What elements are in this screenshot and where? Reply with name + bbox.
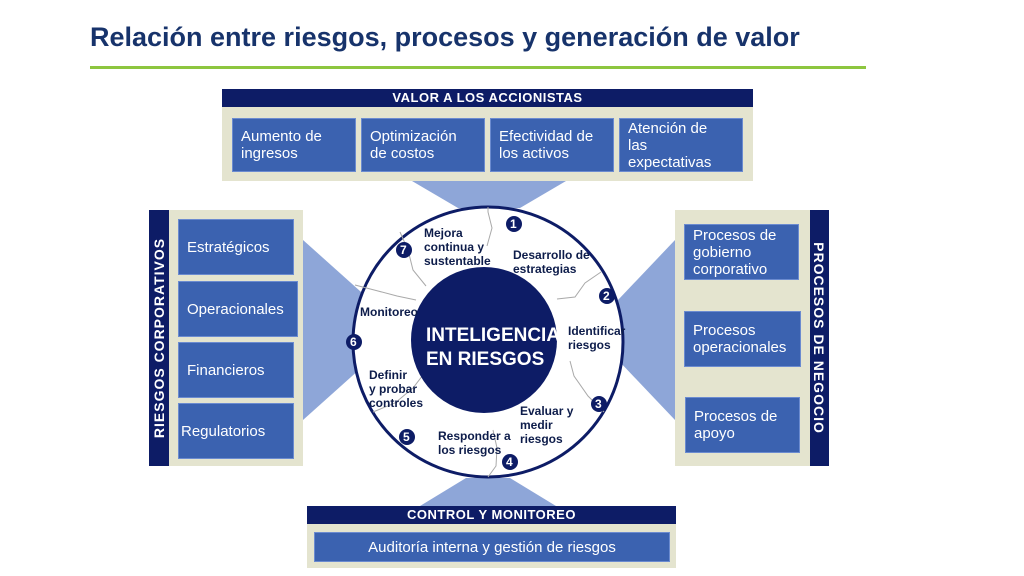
box-atencion-expectativas: Atención de las expectativas (619, 118, 743, 172)
step-1-number: 1 (510, 217, 517, 231)
step-5-number: 5 (403, 430, 410, 444)
box-aumento-ingresos: Aumento de ingresos (232, 118, 356, 172)
box-auditoria: Auditoría interna y gestión de riesgos (314, 532, 670, 562)
box-gobierno-corporativo: Procesos de gobierno corporativo (684, 224, 799, 280)
box-estrategicos: Estratégicos (178, 219, 294, 275)
box-optimizacion-costos: Optimización de costos (361, 118, 485, 172)
box-efectividad-activos: Efectividad de los activos (490, 118, 614, 172)
corporate-risks-header-label: RIESGOS CORPORATIVOS (151, 237, 167, 439)
page-title: Relación entre riesgos, procesos y gener… (90, 22, 800, 52)
step-1-label: Desarrollo de estrategias (513, 248, 590, 276)
left-connector (303, 240, 370, 420)
step-4-number: 4 (506, 455, 513, 469)
step-6-label: Monitoreo (360, 305, 418, 319)
step-2-number: 2 (603, 289, 610, 303)
box-procesos-apoyo: Procesos de apoyo (685, 397, 800, 453)
step-6-number: 6 (350, 335, 357, 349)
control-monitoring-header: CONTROL Y MONITOREO (307, 506, 676, 524)
business-processes-header-label: PROCESOS DE NEGOCIO (811, 242, 827, 434)
wheel-dividers (354, 207, 605, 478)
shareholder-value-header: VALOR A LOS ACCIONISTAS (222, 89, 753, 107)
core-circle (411, 267, 557, 413)
box-regulatorios: Regulatorios (178, 403, 294, 459)
step-3-number: 3 (595, 397, 602, 411)
step-2-label: Identificar riesgos (568, 324, 626, 352)
bottom-connector (420, 478, 556, 506)
step-7-number: 7 (400, 243, 407, 257)
step-7-label: Mejora continua y sustentable (424, 226, 491, 268)
core-label: INTELIGENCIA EN RIESGOS (426, 325, 561, 370)
business-processes-header (810, 210, 829, 466)
step-badges (346, 216, 615, 470)
top-connector (412, 181, 566, 208)
step-4-label: Responder a los riesgos (438, 429, 511, 457)
box-financieros: Financieros (178, 342, 294, 398)
corporate-risks-header (149, 210, 169, 466)
box-operacionales: Operacionales (178, 281, 298, 337)
right-connector (618, 240, 675, 420)
step-3-label: Evaluar y medir riesgos (520, 404, 574, 446)
title-underline (90, 66, 866, 69)
step-5-label: Definir y probar controles (369, 368, 424, 410)
box-procesos-operacionales: Procesos operacionales (684, 311, 801, 367)
